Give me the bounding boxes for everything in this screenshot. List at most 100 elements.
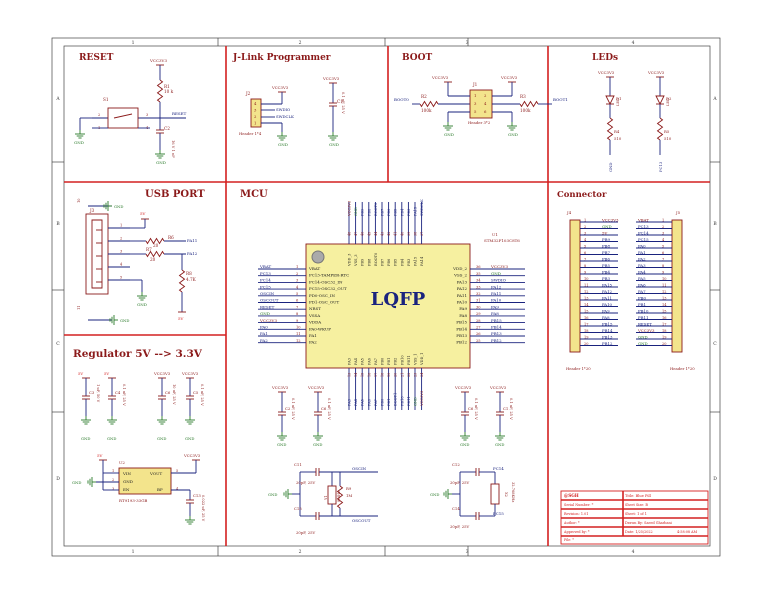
net-label: PA15 [602,282,613,287]
net-label: PB3 [602,276,610,281]
net-label: PB1 [638,302,646,307]
header-j4 [569,219,581,353]
pin-number: 20 [584,342,588,346]
pin-number: 3 [112,487,114,491]
net-label: PC15 [638,237,649,242]
pin-number: 27 [476,326,481,330]
gnd-label: GND [495,442,504,447]
net-label: PA2 [260,338,268,343]
pin1-marker [311,250,325,264]
net-label: PA6 [638,282,646,287]
pin-number: 16 [367,373,371,377]
pin-number: 43 [381,232,385,236]
net-label: PB0 [381,398,385,406]
pin-number: 2 [584,225,586,229]
ref-label: C14 [452,506,460,511]
vcc-label: VCC3V3 [500,75,518,80]
vcc-label: VCC3V3 [183,453,201,458]
value-label: LED [616,98,620,106]
pin-number: 4 [584,238,587,242]
pin-name: PB12 [456,340,467,345]
header-j2 [250,98,262,128]
ref-label: J1 [472,82,478,87]
ref-label: R3 [520,94,526,99]
pin-number: 44 [374,232,378,236]
resistor-symbol [336,485,344,509]
pin-number: 1 [474,93,476,98]
net-label: PA15 [414,206,418,216]
net-label: PA0 [638,243,646,248]
ref-label: D1 [616,96,621,101]
pin-number: 10 [77,198,81,203]
section-title-jlink: J-Link Programmer [232,53,331,63]
pin-name: PB15 [456,320,467,325]
gnd-label: GND [81,436,90,441]
net-label: PB13 [602,334,613,339]
pin-number: 28 [476,319,481,323]
pin-number: 15 [584,309,588,313]
section-title-connector: Connector [557,190,607,200]
net-label: PB14 [491,325,502,330]
ground-symbol [443,122,453,131]
value-label: Header 1*20 [566,366,591,371]
gnd-label: GND [185,436,194,441]
net-label: PC13 [638,224,649,229]
frame-col-label: 1 [132,40,135,46]
resistor-symbol [656,117,664,141]
pin-number: 1 [584,218,586,222]
crystal-x2 [490,483,500,505]
capacitor-symbol [108,395,116,400]
net-label: PA3 [348,398,352,406]
ref-label: C1 [503,406,508,411]
value-label: 0.1 uF, 25 V [509,398,513,420]
pin-number: 1 [120,224,122,228]
pin-name: PA6 [367,357,371,365]
net-label: GND [602,224,612,229]
value-label: Header 3*2 [468,120,491,125]
value-label: 510 [664,136,672,141]
ref-label: C6 [468,406,474,411]
pin-name: NRST [309,306,321,311]
pin-number: 29 [476,312,481,316]
net-label: PA7 [374,398,378,406]
ref-label: U1 [492,232,498,237]
pin-number: 6 [584,251,586,255]
pin-number: 3 [584,231,586,235]
value-label: 20 [153,243,159,248]
pin-number: 2 [112,478,114,482]
net-label: PA8 [491,311,499,316]
pin-number: 3 [662,231,664,235]
value-label: 10 uF, 25 V [172,384,176,405]
pin-name: PB10 [400,355,404,365]
resistor-symbol [145,250,165,258]
pin-number: 13 [662,296,666,300]
value-label: LED [666,98,670,106]
section-borders [64,46,710,546]
pin-number: 9 [584,270,586,274]
inner-frame [63,45,711,547]
frame-col-label: 2 [299,40,302,46]
net-label: PA12 [602,289,613,294]
title-time: 4:58:08 AM [677,530,698,534]
vcc-label: VCC3V3 [271,385,289,390]
pin-number: 12 [662,290,666,294]
gnd-label: GND [114,204,123,209]
net-label: PB8 [367,208,371,216]
ref-label: J4 [566,210,572,215]
net-label: PA10 [602,302,613,307]
net-label: RESET [638,321,652,326]
pin-number: 3 [474,101,477,106]
ref-label: R2 [421,94,427,99]
ref-label: X2 [504,492,508,497]
ref-label: Y1 [324,495,328,501]
frame-row-label: C [56,341,60,347]
pin-name: PB0 [381,357,385,365]
capacitor-symbol [329,102,337,107]
net-label: PA2 [638,256,646,261]
pin-name: VDD_1 [420,353,424,366]
pin-number: 14 [584,303,589,307]
title-revision: Revision: 1.01 [564,512,588,516]
net-label: PB4 [400,208,404,216]
